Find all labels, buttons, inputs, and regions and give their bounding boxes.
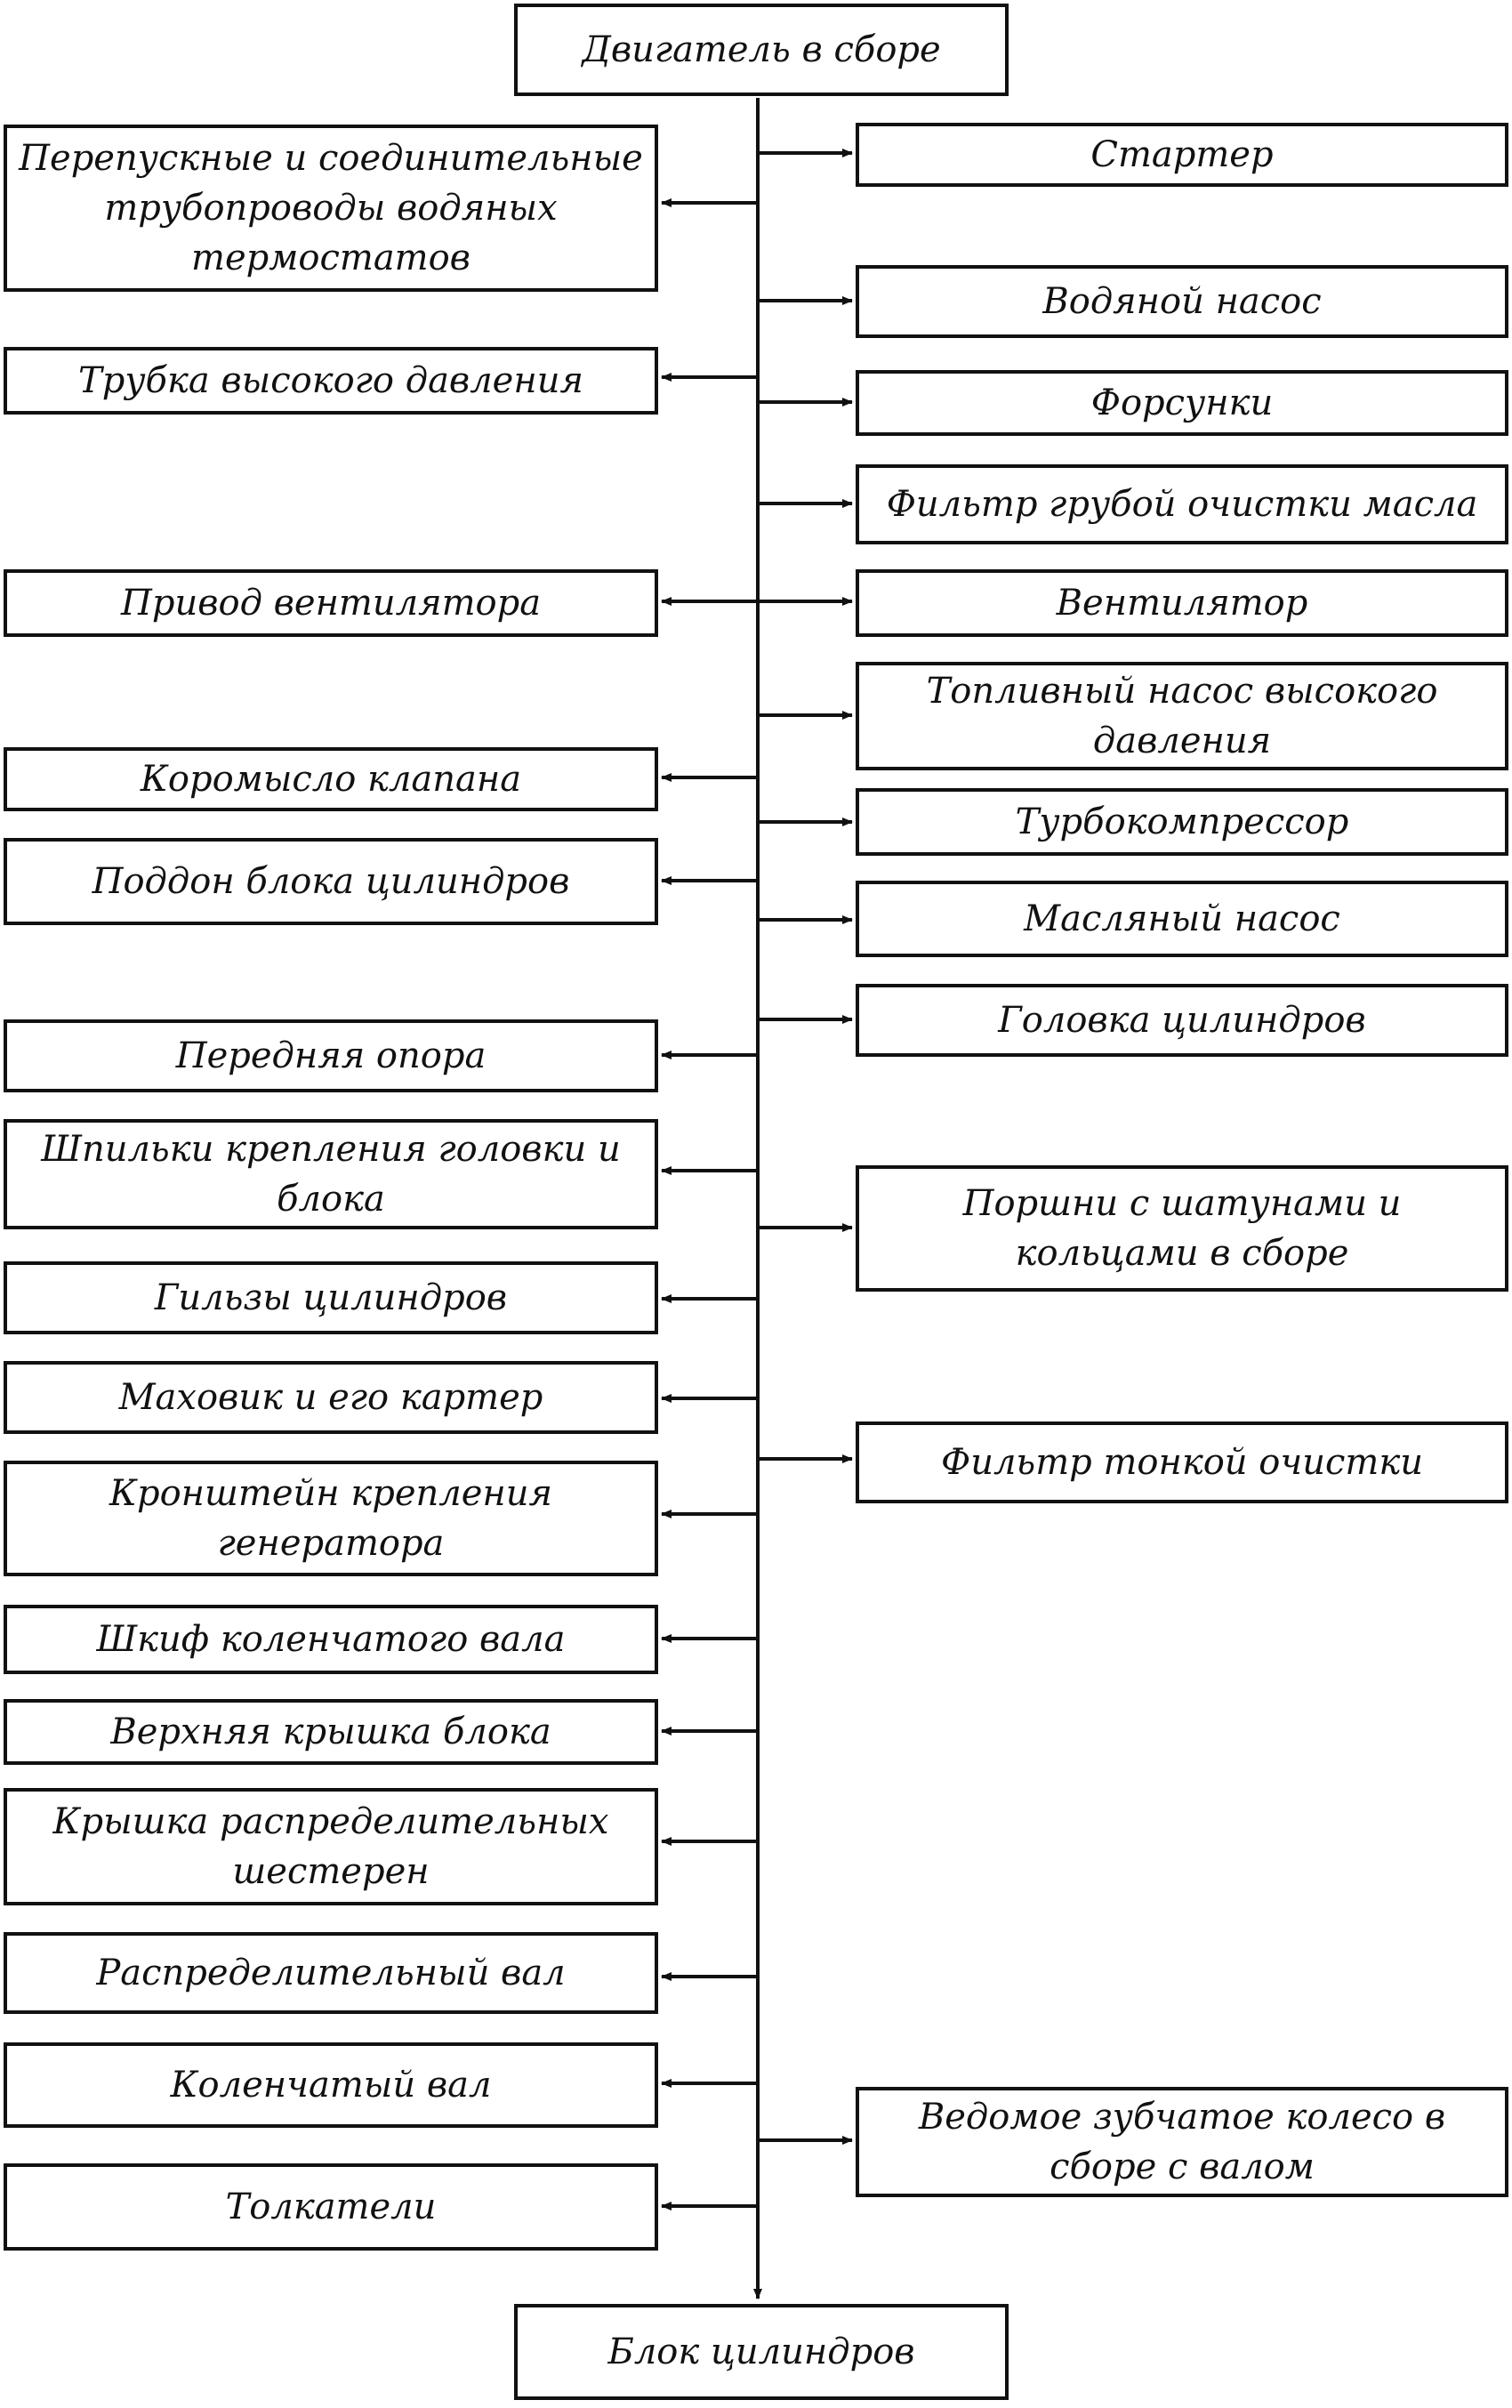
right-box-cylinder-head: Головка цилиндров (856, 984, 1508, 1057)
left-box-block-top-cover: Верхняя крышка блока (4, 1699, 658, 1765)
right-box-turbocharger: Турбокомпрессор (856, 788, 1508, 856)
right-box-driven-gear: Ведомое зубчатое колесо в сборе с валом (856, 2087, 1508, 2197)
left-box-timing-gear-cover: Крышка распределительных шестерен (4, 1788, 658, 1905)
left-box-bypass-pipes: Перепускные и соединительные трубопровод… (4, 125, 658, 292)
left-box-camshaft: Распределительный вал (4, 1932, 658, 2014)
left-box-valve-rocker: Коромысло клапана (4, 747, 658, 811)
right-box-oil-pump: Масляный насос (856, 881, 1508, 957)
top-box-engine-assembly: Двигатель в сборе (514, 4, 1009, 96)
left-box-generator-bracket: Кронштейн крепления генератора (4, 1461, 658, 1576)
left-box-crankshaft: Коленчатый вал (4, 2042, 658, 2128)
right-box-injectors: Форсунки (856, 370, 1508, 436)
right-box-starter: Стартер (856, 123, 1508, 187)
left-box-front-support: Передняя опора (4, 1019, 658, 1092)
right-box-pistons: Поршни с шатунами и кольцами в сборе (856, 1165, 1508, 1292)
left-box-fan-drive: Привод вентилятора (4, 569, 658, 637)
right-box-fan: Вентилятор (856, 569, 1508, 637)
right-box-fine-filter: Фильтр тонкой очистки (856, 1421, 1508, 1503)
right-box-water-pump: Водяной насос (856, 265, 1508, 338)
left-box-oil-pan: Поддон блока цилиндров (4, 838, 658, 925)
left-box-flywheel: Маховик и его картер (4, 1361, 658, 1434)
left-box-head-studs: Шпильки крепления головки и блока (4, 1119, 658, 1229)
left-box-tappets: Толкатели (4, 2163, 658, 2251)
right-box-fuel-pump: Топливный насос высокого давления (856, 662, 1508, 770)
left-box-crankshaft-pulley: Шкиф коленчатого вала (4, 1605, 658, 1674)
right-box-coarse-oil-filter: Фильтр грубой очистки масла (856, 464, 1508, 544)
bottom-box-cylinder-block: Блок цилиндров (514, 2304, 1009, 2400)
left-box-cylinder-liners: Гильзы цилиндров (4, 1261, 658, 1334)
left-box-high-pressure-tube: Трубка высокого давления (4, 347, 658, 415)
